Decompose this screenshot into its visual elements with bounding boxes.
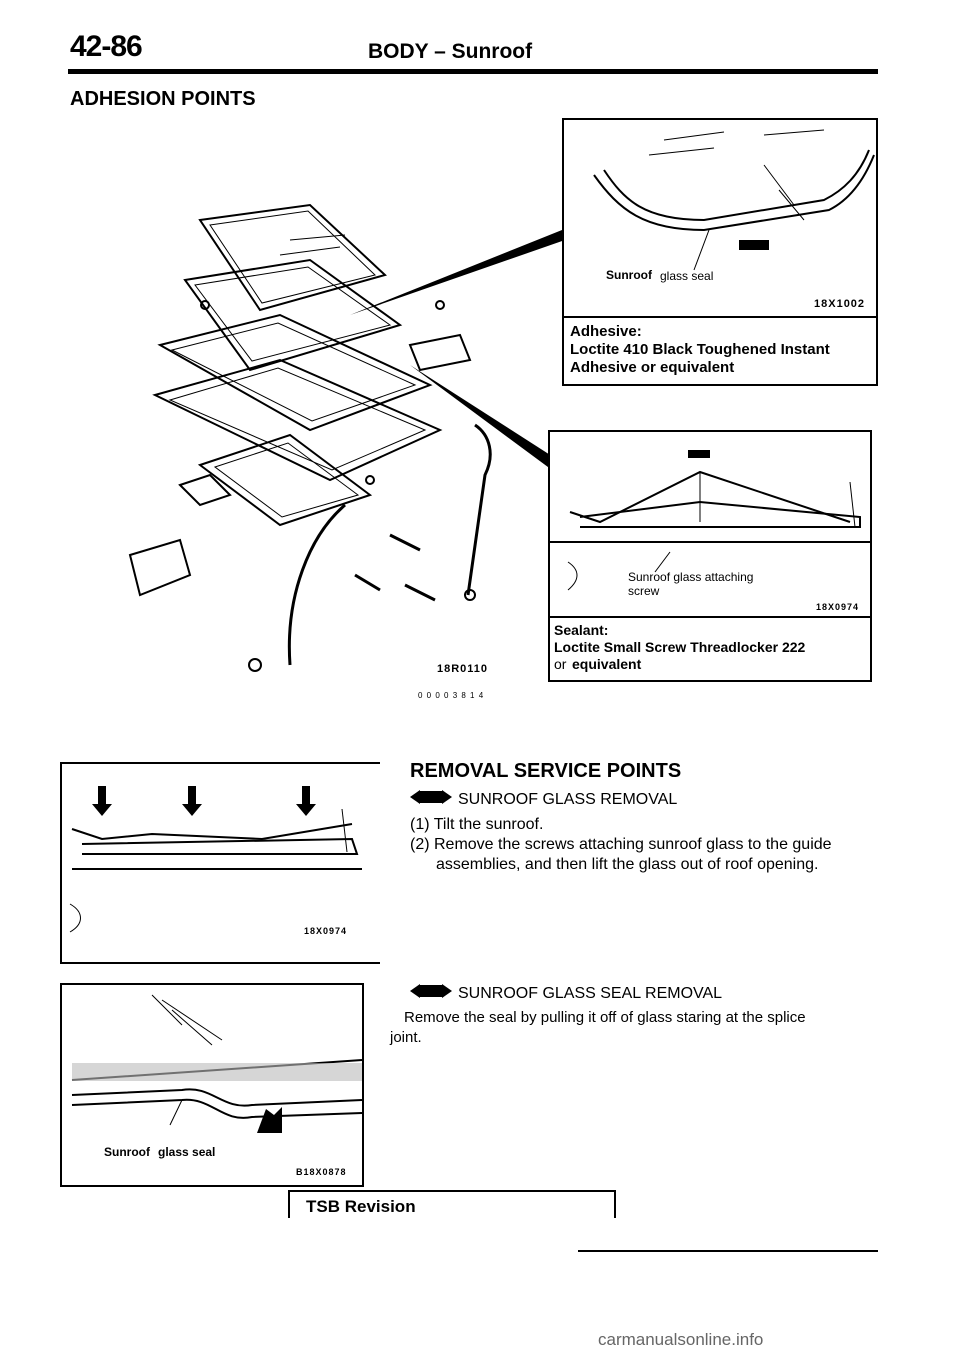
sealant-line1: Loctite Small Screw Threadlocker 222: [554, 639, 806, 655]
fig-b-label-b: glass seal: [158, 1145, 216, 1159]
seal-label-b: glass seal: [660, 269, 714, 283]
tsb-revision-label: TSB Revision: [306, 1197, 416, 1216]
main-figure-serial: 0 0 0 0 3 8 1 4: [418, 691, 485, 700]
removal-heading: REMOVAL SERVICE POINTS: [410, 760, 682, 782]
seal-splice-detail-figure: [71, 994, 363, 1133]
page-number: 42-86: [70, 30, 143, 63]
fig-a-code: 18X0974: [304, 926, 348, 936]
removal-b-title-text: SUNROOF GLASS SEAL REMOVAL: [458, 985, 723, 1003]
seal-label-a: Sunroof: [606, 268, 652, 282]
seal-figure-code: 18X1002: [814, 298, 866, 310]
main-figure-code: 18R0110: [437, 663, 489, 675]
removal-b-title: SUNROOF GLASS SEAL REMOVAL: [410, 984, 722, 1004]
screw-callout-box: Sunroof glass attaching screw 18X0974 Se…: [548, 430, 872, 682]
badge-a-icon: [410, 790, 452, 810]
adhesion-heading: ADHESION POINTS: [70, 88, 256, 110]
removal-a-title-text: SUNROOF GLASS REMOVAL: [458, 791, 678, 809]
badge-b-icon: [410, 984, 452, 1004]
removal-figure-b: Sunroof glass seal B18X0878: [60, 983, 364, 1187]
page-title: BODY – Sunroof: [368, 40, 533, 63]
screw-label-line1: Sunroof glass attaching: [628, 570, 754, 584]
adhesive-line2: Adhesive or equivalent: [570, 359, 735, 376]
screw-figure-code: 18X0974: [816, 602, 860, 612]
fig-b-label-a: Sunroof: [104, 1145, 150, 1159]
header-rule: [68, 69, 878, 74]
removal-b-text-line1: Remove the seal by pulling it off of gla…: [404, 1009, 806, 1026]
sunroof-exploded-figure: [128, 203, 565, 672]
sealant-or: or: [554, 656, 567, 672]
step-1: (1) Tilt the sunroof.: [410, 816, 544, 833]
seal-callout-box: Sunroof glass seal 18X1002 Adhesive: Loc…: [562, 118, 878, 386]
removal-figure-a: 18X0974: [60, 762, 380, 964]
step-2-line2: assemblies, and then lift the glass out …: [436, 856, 819, 873]
watermark: carmanualsonline.info: [598, 1330, 764, 1349]
sealant-label: Sealant:: [554, 622, 609, 638]
fig-b-code: B18X0878: [296, 1167, 347, 1177]
screw-label-line2: screw: [628, 584, 660, 598]
glass-screw-locations-figure: [69, 786, 362, 933]
removal-b-text-line2: joint.: [390, 1029, 422, 1046]
attaching-screw-detail-figure: [550, 450, 870, 591]
sealant-line2: equivalent: [572, 656, 642, 672]
adhesive-label: Adhesive:: [570, 323, 642, 340]
tsb-revision-box: TSB Revision: [288, 1190, 616, 1218]
glass-seal-detail-figure: [593, 129, 875, 271]
step-2-line1: (2) Remove the screws attaching sunroof …: [410, 836, 832, 853]
adhesive-line1: Loctite 410 Black Toughened Instant: [570, 341, 830, 358]
footer-rule: [578, 1250, 878, 1252]
removal-a-title: SUNROOF GLASS REMOVAL: [410, 790, 677, 810]
